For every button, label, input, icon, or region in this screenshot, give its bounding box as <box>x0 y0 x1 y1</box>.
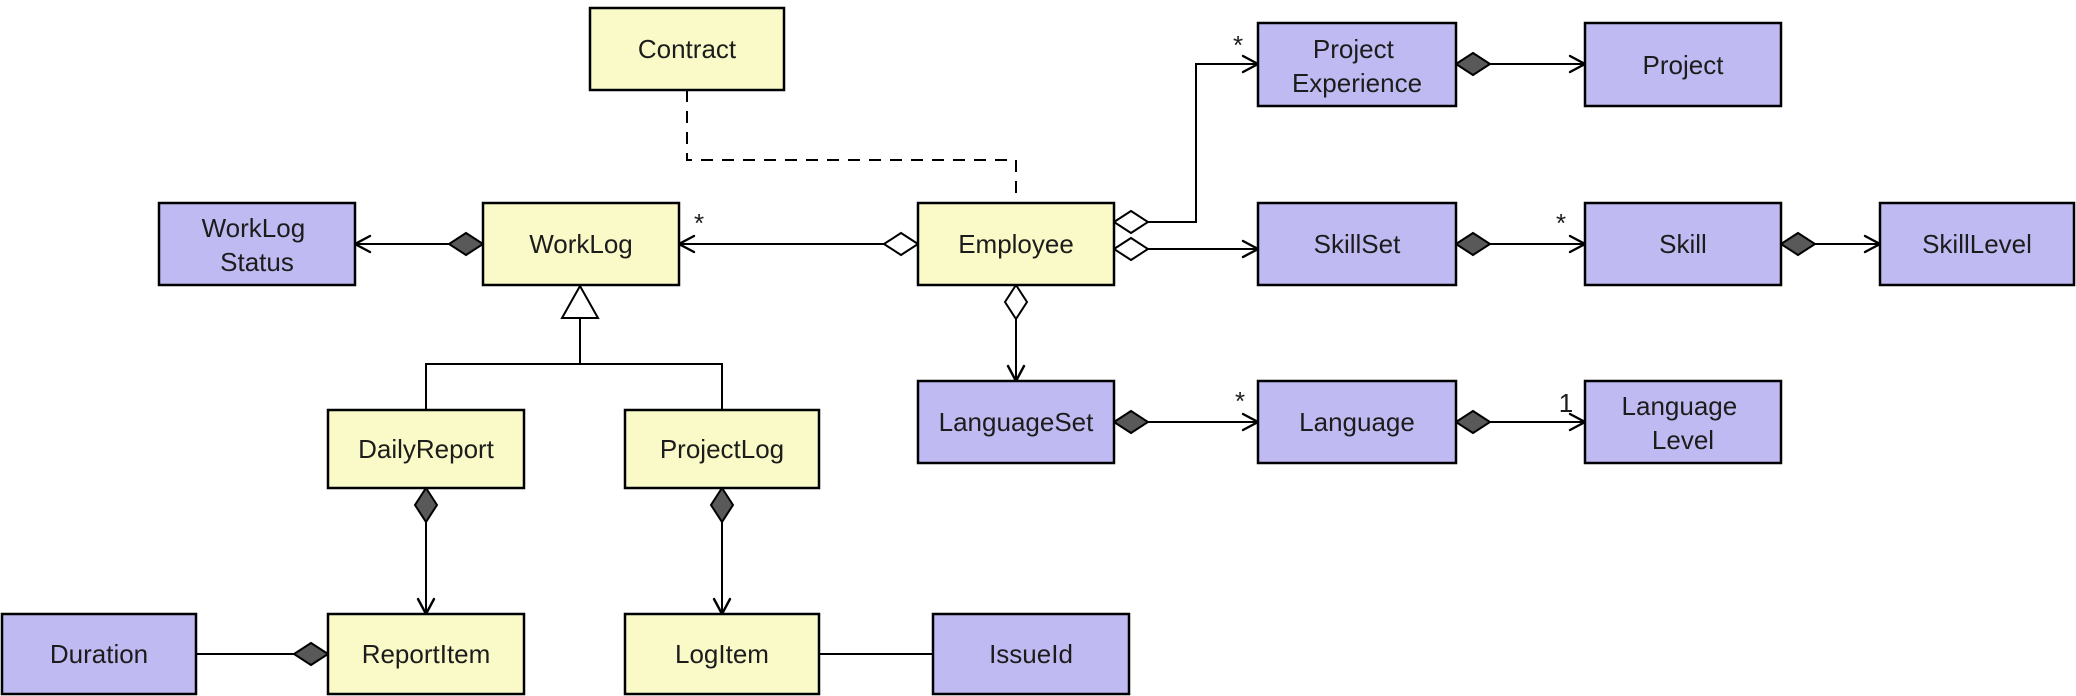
class-box <box>1256 379 1458 465</box>
class-label: ProjectLog <box>660 434 784 464</box>
multiplicity-label: * <box>1556 208 1566 238</box>
class-box <box>623 612 821 696</box>
aggregation-diamond-icon <box>882 231 920 257</box>
class-box <box>1256 21 1458 108</box>
class-box <box>916 379 1116 465</box>
aggregation-diamond-icon <box>1112 209 1150 235</box>
class-label: ReportItem <box>362 639 491 669</box>
class-box <box>157 201 357 287</box>
class-node-skilllevel[interactable]: SkillLevel <box>1878 201 2076 287</box>
edge-line <box>1148 63 1258 223</box>
composition-diamond-icon <box>447 231 485 257</box>
class-label: DailyReport <box>358 434 495 464</box>
edge-employee-worklog: * <box>676 208 920 257</box>
edge-dailyreport-reportitem <box>413 486 439 617</box>
class-label: LanguageSet <box>939 407 1094 437</box>
class-label: Duration <box>50 639 148 669</box>
dashed-line <box>686 90 1017 203</box>
multiplicity-label: * <box>1233 30 1243 60</box>
class-label: Project Experience <box>1292 34 1422 98</box>
class-label: WorkLog <box>529 229 633 259</box>
edge-line <box>425 363 723 410</box>
class-node-skillset[interactable]: SkillSet <box>1256 201 1458 287</box>
edge-projectlog-logitem <box>709 486 735 617</box>
class-box <box>1583 21 1783 108</box>
edge-employee-project-experience: * <box>1112 30 1261 235</box>
class-node-reportitem[interactable]: ReportItem <box>326 612 526 696</box>
edge-reportitem-duration <box>196 641 330 667</box>
class-box <box>588 6 786 92</box>
aggregation-diamond-icon <box>1112 236 1150 262</box>
class-label: LogItem <box>675 639 769 669</box>
class-box <box>1583 201 1783 287</box>
class-label: Language <box>1299 407 1415 437</box>
class-node-worklog-status[interactable]: WorkLog Status <box>157 201 357 287</box>
class-box <box>1256 201 1458 287</box>
multiplicity-label: 1 <box>1559 388 1573 418</box>
class-box <box>916 201 1116 287</box>
class-node-duration[interactable]: Duration <box>0 612 198 696</box>
edge-projectexperience-project <box>1454 51 1588 77</box>
multiplicity-label: * <box>1235 386 1245 416</box>
class-node-employee[interactable]: Employee <box>916 201 1116 287</box>
class-node-logitem[interactable]: LogItem <box>623 612 821 696</box>
class-box <box>623 408 821 490</box>
edge-employee-languageset <box>1003 283 1029 384</box>
composition-diamond-icon <box>1779 231 1817 257</box>
multiplicity-label: * <box>694 208 704 238</box>
class-label: WorkLog Status <box>202 213 313 277</box>
class-label: Project <box>1643 50 1725 80</box>
class-label: IssueId <box>989 639 1073 669</box>
edge-language-languagelevel: 1 <box>1454 388 1588 435</box>
class-node-issueid[interactable]: IssueId <box>931 612 1131 696</box>
composition-diamond-icon <box>413 486 439 524</box>
generalization-triangle-icon <box>560 283 600 319</box>
class-node-language-level[interactable]: Language Level <box>1583 379 1783 465</box>
composition-diamond-icon <box>1454 409 1492 435</box>
composition-diamond-icon <box>292 641 330 667</box>
class-label: Contract <box>638 34 737 64</box>
edge-skill-skilllevel <box>1779 231 1883 257</box>
composition-diamond-icon <box>1454 231 1492 257</box>
composition-diamond-icon <box>1112 409 1150 435</box>
class-node-skill[interactable]: Skill <box>1583 201 1783 287</box>
class-box <box>1878 201 2076 287</box>
edge-generalization-worklog <box>425 283 723 410</box>
composition-diamond-icon <box>1454 51 1492 77</box>
class-label: SkillLevel <box>1922 229 2032 259</box>
class-node-languageset[interactable]: LanguageSet <box>916 379 1116 465</box>
class-label: Employee <box>958 229 1074 259</box>
class-node-worklog[interactable]: WorkLog <box>481 201 681 287</box>
edge-contract-employee <box>686 90 1017 203</box>
class-label: SkillSet <box>1314 229 1401 259</box>
class-label: Language Level <box>1622 391 1745 455</box>
class-box <box>1583 379 1783 465</box>
edge-languageset-language: * <box>1112 386 1261 435</box>
class-node-contract[interactable]: Contract <box>588 6 786 92</box>
class-box <box>931 612 1131 696</box>
edge-worklog-worklogstatus <box>352 231 485 257</box>
edge-employee-skillset <box>1112 236 1261 262</box>
class-box <box>326 408 526 490</box>
class-node-language[interactable]: Language <box>1256 379 1458 465</box>
class-box <box>481 201 681 287</box>
class-node-dailyreport[interactable]: DailyReport <box>326 408 526 490</box>
class-box <box>0 612 198 696</box>
composition-diamond-icon <box>709 486 735 524</box>
class-box <box>326 612 526 696</box>
class-node-project-experience[interactable]: Project Experience <box>1256 21 1458 108</box>
class-node-project[interactable]: Project <box>1583 21 1783 108</box>
aggregation-diamond-icon <box>1003 283 1029 321</box>
class-label: Skill <box>1659 229 1707 259</box>
edge-skillset-skill: * <box>1454 208 1588 257</box>
class-node-projectlog[interactable]: ProjectLog <box>623 408 821 490</box>
